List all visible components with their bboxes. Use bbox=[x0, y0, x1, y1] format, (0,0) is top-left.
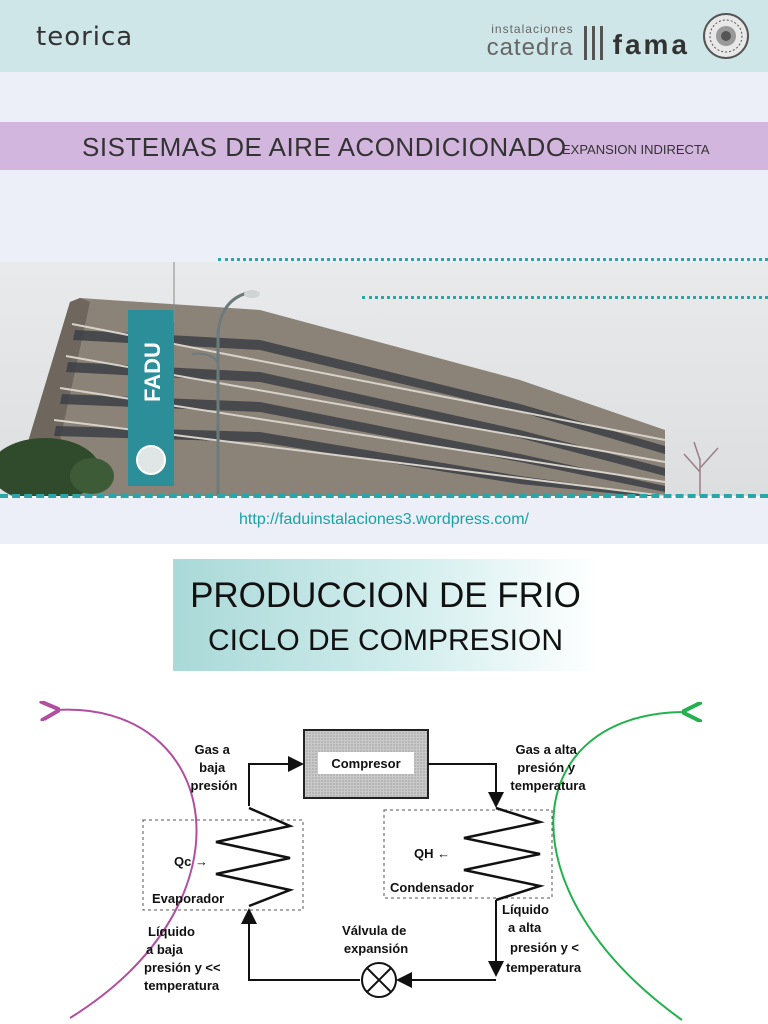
compression-cycle-diagram: Compresor Gas a baja presión Gas a alta … bbox=[0, 690, 768, 1021]
logo-fama: fama bbox=[612, 29, 690, 60]
logo-bars bbox=[583, 26, 603, 60]
banner-title: SISTEMAS DE AIRE ACONDICIONADO bbox=[82, 132, 567, 162]
building-photo: FADU bbox=[0, 262, 768, 496]
section-title-box: PRODUCCION DE FRIO CICLO DE COMPRESION bbox=[173, 559, 598, 671]
svg-text:Líquido a baja presión: Líquido a baja presión y << temperatura bbox=[144, 924, 224, 993]
logo-catedra: catedra bbox=[486, 34, 574, 61]
evaporador-label: Evaporador bbox=[152, 891, 224, 906]
fadu-sign-text: FADU bbox=[140, 342, 165, 402]
svg-text:Gas a alta presión y t: Gas a alta presión y temperatura bbox=[510, 742, 586, 793]
compresor-label: Compresor bbox=[331, 756, 400, 771]
url-band: http://faduinstalaciones3.wordpress.com/ bbox=[0, 498, 768, 544]
svg-text:Líquido a alta presión: Líquido a alta presión y < temperatura bbox=[502, 902, 583, 975]
dotted-line-second bbox=[362, 296, 768, 299]
header-bar: teorica instalaciones catedra fama bbox=[0, 0, 768, 72]
svg-text:Gas a baja presión: Gas a baja presión bbox=[191, 742, 238, 793]
qc-label: Qc → bbox=[174, 854, 208, 869]
dotted-line-top bbox=[218, 258, 768, 261]
dashed-line-bottom bbox=[0, 494, 768, 498]
condensador-label: Condensador bbox=[390, 880, 474, 895]
course-banner: SISTEMAS DE AIRE ACONDICIONADO EXPANSION… bbox=[0, 122, 768, 170]
pale-band-top bbox=[0, 72, 768, 122]
pale-band-middle bbox=[0, 170, 768, 262]
teorica-label: teorica bbox=[36, 22, 134, 52]
banner-subtitle: EXPANSION INDIRECTA bbox=[562, 142, 710, 157]
blog-url-link[interactable]: http://faduinstalaciones3.wordpress.com/ bbox=[239, 511, 529, 528]
section-title-line2: CICLO DE COMPRESION bbox=[207, 624, 564, 657]
catedra-logo: instalaciones catedra fama bbox=[487, 16, 690, 60]
logo-instalaciones: instalaciones bbox=[491, 22, 574, 36]
university-seal-icon bbox=[703, 13, 749, 59]
svg-text:Válvula de expansión: Válvula de expansión bbox=[342, 923, 410, 956]
qh-label: QH ← bbox=[414, 846, 450, 861]
section-title-line1: PRODUCCION DE FRIO bbox=[190, 576, 581, 615]
